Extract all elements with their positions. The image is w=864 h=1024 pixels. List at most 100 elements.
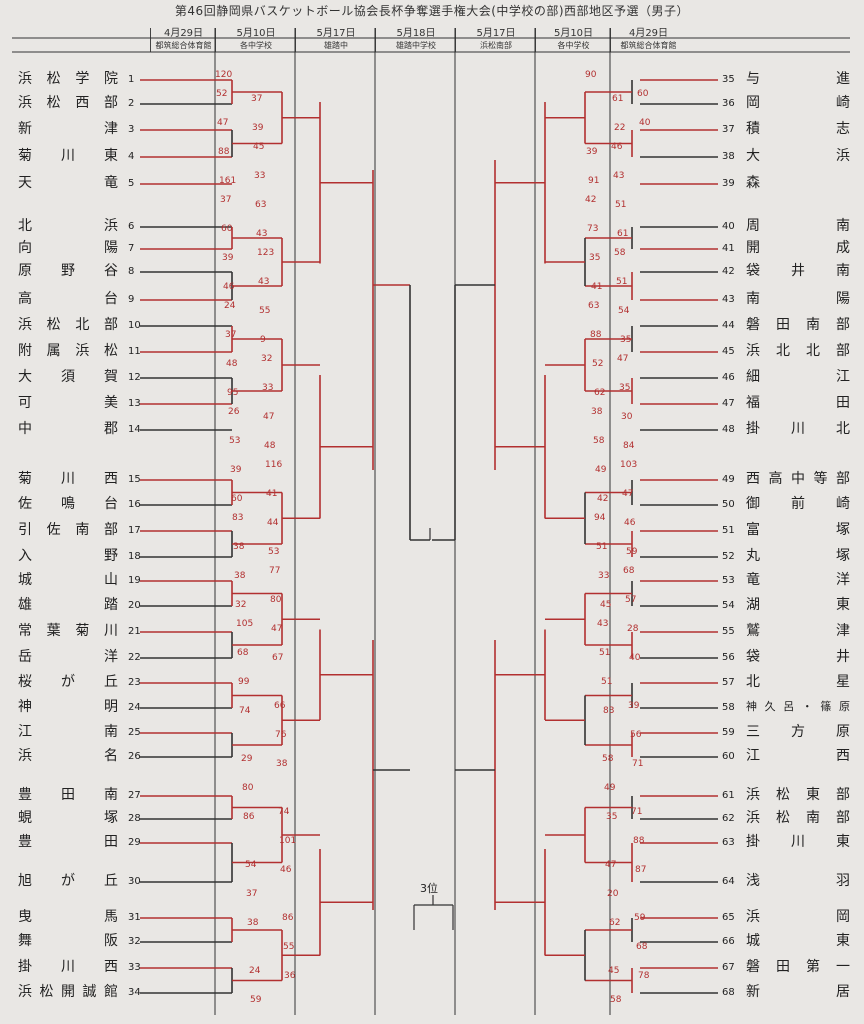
seed-number: 32 <box>128 936 141 947</box>
score-label: 161 <box>219 176 237 186</box>
right-team-name: 岡崎 <box>746 95 850 111</box>
seed-number: 56 <box>722 652 735 663</box>
seed-number: 46 <box>722 372 735 383</box>
score-label: 53 <box>268 547 280 557</box>
score-label: 120 <box>215 70 233 80</box>
score-label: 95 <box>227 388 239 398</box>
score-label: 24 <box>249 966 261 976</box>
right-team-name: 掛川東 <box>746 834 850 850</box>
right-team-name: 新居 <box>746 984 850 1000</box>
score-label: 35 <box>620 335 632 345</box>
seed-number: 41 <box>722 243 735 254</box>
left-team-name: 中郡 <box>18 421 118 437</box>
score-label: 55 <box>259 306 271 316</box>
seed-number: 54 <box>722 600 735 611</box>
score-label: 54 <box>618 306 630 316</box>
left-team-name: 向陽 <box>18 240 118 256</box>
left-team-name: 桜が丘 <box>18 674 118 690</box>
seed-number: 5 <box>128 178 135 189</box>
seed-number: 22 <box>128 652 141 663</box>
seed-number: 36 <box>722 98 735 109</box>
left-team-name: 豊田 <box>18 834 118 850</box>
score-label: 30 <box>621 412 633 422</box>
tournament-title: 第46回静岡県バスケットボール協会長杯争奪選手権大会(中学校の部)西部地区予選（… <box>174 4 690 18</box>
score-label: 38 <box>276 759 288 769</box>
left-team-name: 掛川西 <box>18 959 118 975</box>
left-team-name: 大須賀 <box>18 369 118 385</box>
right-team-name: 浜北北部 <box>746 343 850 359</box>
score-label: 40 <box>639 118 651 128</box>
score-label: 49 <box>604 783 616 793</box>
seed-number: 26 <box>128 751 141 762</box>
score-label: 33 <box>598 571 610 581</box>
score-label: 101 <box>279 836 297 846</box>
score-label: 43 <box>613 171 625 181</box>
score-label: 91 <box>588 176 600 186</box>
left-team-name: 引佐南部 <box>18 522 118 538</box>
seed-number: 42 <box>722 266 735 277</box>
score-label: 52 <box>592 359 604 369</box>
score-label: 41 <box>591 282 603 292</box>
score-label: 32 <box>261 354 273 364</box>
header-venue: 都筑総合体育館 <box>620 41 677 50</box>
score-label: 32 <box>235 600 247 610</box>
seed-number: 38 <box>722 151 735 162</box>
score-label: 62 <box>609 918 621 928</box>
right-team-name: 浜松東部 <box>746 787 850 803</box>
score-label: 56 <box>630 730 642 740</box>
third-place-label: 3位 <box>420 882 438 895</box>
score-label: 38 <box>234 571 246 581</box>
seed-number: 21 <box>128 626 141 637</box>
right-team-name: 森 <box>746 175 760 191</box>
left-team-name: 旭が丘 <box>18 873 118 889</box>
seed-number: 50 <box>722 499 735 510</box>
seed-number: 18 <box>128 551 141 562</box>
right-team-name: 三方原 <box>746 724 850 740</box>
score-label: 35 <box>606 812 618 822</box>
left-team-name: 岳洋 <box>18 649 118 665</box>
right-team-name: 大浜 <box>746 148 850 164</box>
right-team-name: 浜岡 <box>746 909 850 925</box>
seed-number: 59 <box>722 727 735 738</box>
score-label: 47 <box>605 860 617 870</box>
left-team-name: 浜松北部 <box>18 317 118 333</box>
score-label: 78 <box>638 971 650 981</box>
score-label: 60 <box>221 224 233 234</box>
score-label: 87 <box>635 865 647 875</box>
left-team-name: 北浜 <box>18 218 118 234</box>
score-label: 43 <box>256 229 268 239</box>
left-team-name: 可美 <box>18 395 118 411</box>
score-label: 86 <box>282 913 294 923</box>
seed-number: 45 <box>722 346 735 357</box>
seed-number: 30 <box>128 876 141 887</box>
score-label: 74 <box>239 706 251 716</box>
score-label: 58 <box>593 436 605 446</box>
seed-number: 68 <box>722 987 735 998</box>
seed-number: 3 <box>128 124 135 135</box>
score-label: 46 <box>611 142 623 152</box>
score-label: 47 <box>271 624 283 634</box>
score-label: 37 <box>220 195 232 205</box>
score-label: 61 <box>612 94 624 104</box>
score-label: 20 <box>607 889 619 899</box>
seed-number: 60 <box>722 751 735 762</box>
seed-number: 24 <box>128 702 141 713</box>
score-label: 42 <box>597 494 609 504</box>
header-col-1: 4月29日都筑総合体育館 <box>150 28 216 52</box>
score-label: 39 <box>628 701 640 711</box>
seed-number: 48 <box>722 424 735 435</box>
right-team-name: 周南 <box>746 218 850 234</box>
score-label: 33 <box>254 171 266 181</box>
seed-number: 17 <box>128 525 141 536</box>
left-team-name: 舞阪 <box>18 933 118 949</box>
left-team-name: 原野谷 <box>18 263 118 279</box>
score-label: 83 <box>603 706 615 716</box>
header-date: 4月29日 <box>628 28 669 39</box>
score-label: 74 <box>278 807 290 817</box>
right-team-name: 磐田第一 <box>746 959 850 975</box>
seed-number: 55 <box>722 626 735 637</box>
right-team-name: 掛川北 <box>746 421 850 437</box>
header-venue: 都筑総合体育館 <box>155 41 212 50</box>
left-team-name: 常葉菊川 <box>18 623 118 639</box>
left-team-name: 入野 <box>18 548 118 564</box>
